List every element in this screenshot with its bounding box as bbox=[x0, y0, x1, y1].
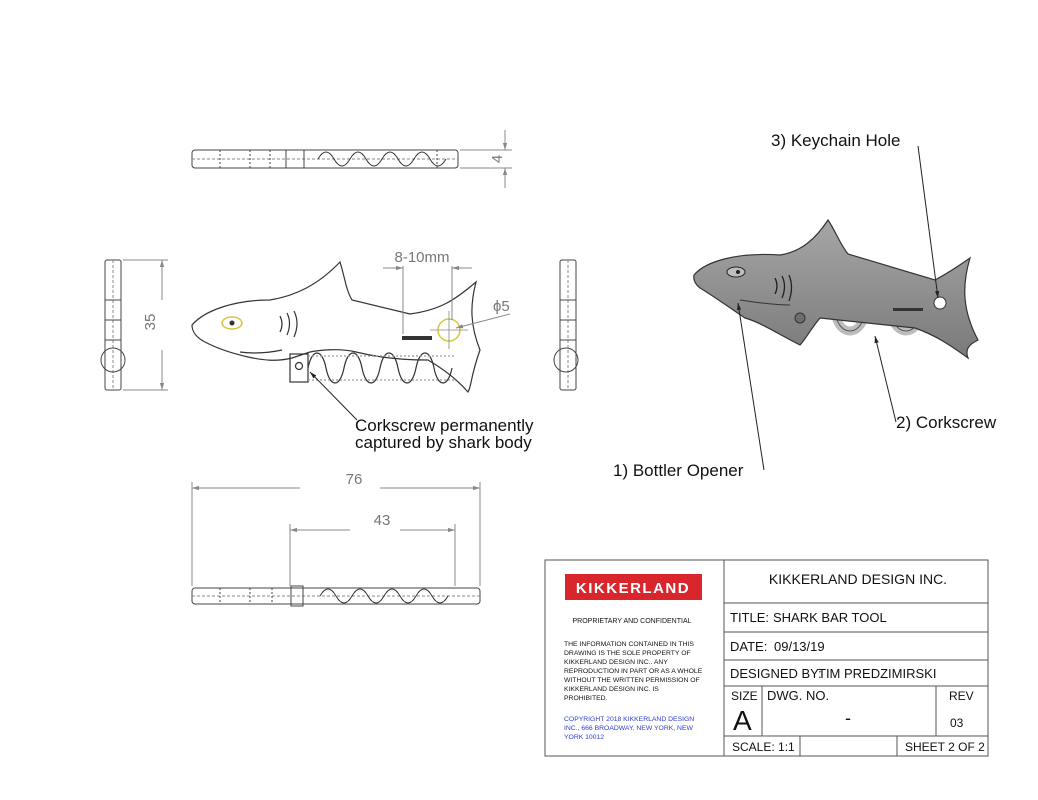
mouth-line bbox=[239, 349, 283, 354]
dim-height bbox=[123, 259, 168, 391]
dim-hole-leader bbox=[455, 313, 511, 329]
right-end-view bbox=[553, 259, 579, 391]
svg-text:KIKKERLAND DESIGN INC.. ANY: KIKKERLAND DESIGN INC.. ANY bbox=[564, 659, 668, 666]
company-name: KIKKERLAND DESIGN INC. bbox=[769, 571, 947, 587]
title-value: SHARK BAR TOOL bbox=[773, 610, 887, 625]
iso-shark-body bbox=[693, 218, 979, 360]
svg-text:THE INFORMATION CONTAINED IN T: THE INFORMATION CONTAINED IN THIS bbox=[564, 641, 694, 648]
dim-corkscrew-length-label: 43 bbox=[374, 512, 391, 529]
dim-thickness bbox=[460, 130, 512, 188]
copyright-text: COPYRIGHT 2018 KIKKERLAND DESIGN INC., 6… bbox=[564, 716, 694, 741]
iso-gills bbox=[774, 274, 793, 302]
scale-label: SCALE: 1:1 bbox=[732, 740, 795, 754]
svg-text:INC., 666 BROADWAY, NEW YORK,: INC., 666 BROADWAY, NEW YORK, NEW bbox=[564, 725, 693, 732]
shark-eye bbox=[221, 316, 243, 330]
svg-text:PROHIBITED.: PROHIBITED. bbox=[564, 695, 608, 702]
iso-keychain-hole bbox=[933, 296, 947, 310]
callout-keychain: 3) Keychain Hole bbox=[771, 131, 900, 150]
dim-hole-label: ϕ5 bbox=[493, 298, 510, 315]
kikkerland-logo bbox=[565, 574, 702, 600]
sheet-label: SHEET 2 OF 2 bbox=[905, 740, 985, 754]
dim-thickness-label: 4 bbox=[489, 155, 506, 163]
callout-corkscrew: 2) Corkscrew bbox=[896, 413, 997, 432]
dim-overall-length-label: 76 bbox=[346, 471, 363, 488]
corkscrew-coil bbox=[307, 352, 453, 384]
rev-label: REV bbox=[949, 689, 974, 703]
svg-text:KIKKERLAND DESIGN INC. IS: KIKKERLAND DESIGN INC. IS bbox=[564, 686, 659, 693]
date-label: DATE: bbox=[730, 639, 767, 654]
dim-overall-length bbox=[191, 482, 481, 586]
note-captured-line1: Corkscrew permanently bbox=[355, 416, 534, 435]
note-captured-line2: captured by shark body bbox=[355, 433, 532, 452]
dwg-label: DWG. NO. bbox=[767, 688, 829, 703]
top-view bbox=[191, 149, 459, 169]
shark-outline bbox=[191, 260, 481, 394]
callout-opener: 1) Bottler Opener bbox=[613, 461, 744, 480]
dim-coil-gap-label: 8-10mm bbox=[394, 249, 449, 266]
gill-slits bbox=[279, 310, 298, 338]
designer-value: TIM PREDZIMIRSKI bbox=[818, 666, 936, 681]
title-block bbox=[544, 559, 989, 757]
logo-text: KIKKERLAND bbox=[576, 580, 690, 597]
title-label: TITLE: bbox=[730, 610, 769, 625]
rev-value: 03 bbox=[950, 716, 964, 730]
designer-label: DESIGNED BY: bbox=[730, 666, 822, 681]
note-leader bbox=[309, 371, 358, 421]
isometric-view bbox=[693, 218, 979, 360]
dim-corkscrew-length bbox=[289, 524, 456, 586]
bottom-view bbox=[191, 585, 481, 607]
size-value: A bbox=[733, 705, 752, 736]
svg-text:DRAWING IS THE SOLE PROPERTY O: DRAWING IS THE SOLE PROPERTY OF bbox=[564, 650, 691, 657]
svg-text:WITHOUT THE WRITTEN PERMISSION: WITHOUT THE WRITTEN PERMISSION OF bbox=[564, 677, 700, 684]
date-value: 09/13/19 bbox=[774, 639, 825, 654]
svg-text:REPRODUCTION IN PART OR AS A W: REPRODUCTION IN PART OR AS A WHOLE bbox=[564, 668, 703, 675]
disclaimer-text: THE INFORMATION CONTAINED IN THIS DRAWIN… bbox=[564, 641, 703, 702]
proprietary-label: PROPRIETARY AND CONFIDENTIAL bbox=[572, 618, 691, 625]
dim-height-label: 35 bbox=[142, 314, 159, 331]
dim-coil-gap bbox=[383, 265, 472, 334]
dwg-value: - bbox=[845, 708, 851, 728]
size-label: SIZE bbox=[731, 689, 758, 703]
svg-text:YORK 10012: YORK 10012 bbox=[564, 734, 604, 741]
left-end-view bbox=[100, 259, 126, 391]
front-view bbox=[191, 260, 481, 394]
svg-text:COPYRIGHT 2018 KIKKERLAND DESI: COPYRIGHT 2018 KIKKERLAND DESIGN bbox=[564, 716, 694, 723]
